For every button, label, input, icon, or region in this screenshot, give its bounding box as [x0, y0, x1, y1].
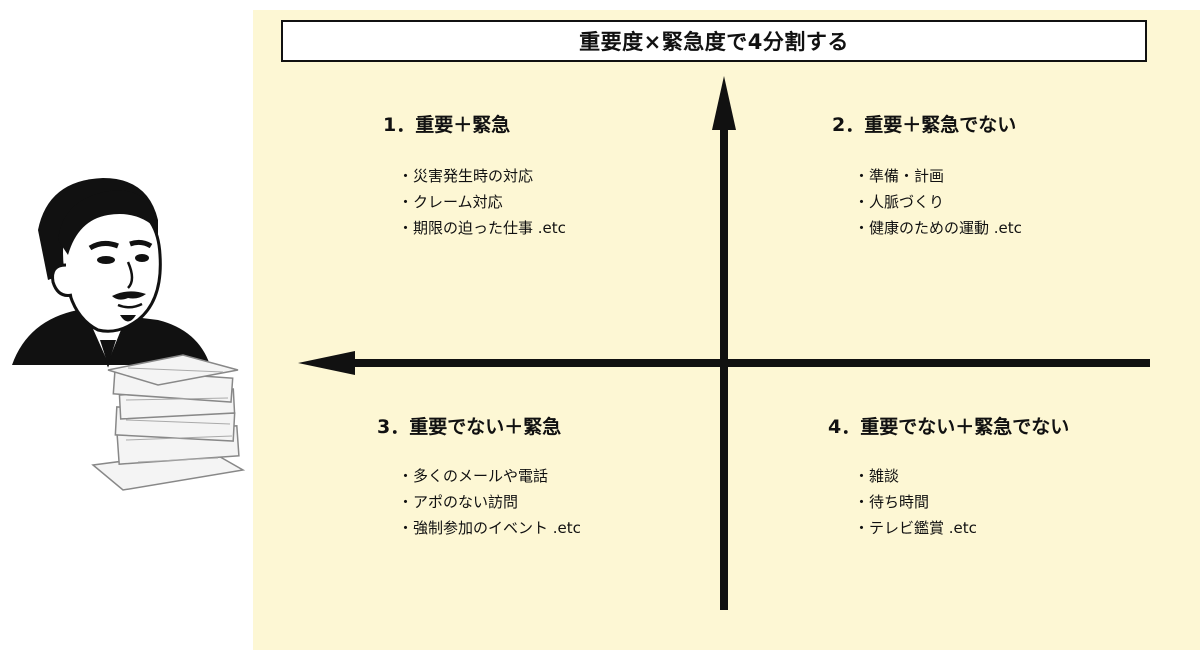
- list-item: 強制参加のイベント .etc: [398, 515, 581, 541]
- list-item: クレーム対応: [398, 189, 566, 215]
- stressed-man-with-paper-stack-icon: [12, 178, 246, 491]
- horizontal-axis: [345, 359, 1150, 367]
- quadrant-1-title: 1．重要＋緊急: [383, 114, 511, 136]
- left-arrow-icon: [298, 351, 355, 375]
- list-item: テレビ鑑賞 .etc: [854, 515, 977, 541]
- list-item: 準備・計画: [854, 163, 1022, 189]
- list-item: 健康のための運動 .etc: [854, 215, 1022, 241]
- quadrant-4-title: 4．重要でない＋緊急でない: [828, 416, 1070, 438]
- quadrant-3-title: 3．重要でない＋緊急: [377, 416, 562, 438]
- list-item: 待ち時間: [854, 489, 977, 515]
- diagram-title: 重要度×緊急度で4分割する: [281, 20, 1147, 62]
- list-item: アポのない訪問: [398, 489, 581, 515]
- list-item: 多くのメールや電話: [398, 463, 581, 489]
- quadrant-2-title: 2．重要＋緊急でない: [832, 114, 1017, 136]
- list-item: 人脈づくり: [854, 189, 1022, 215]
- quadrant-3-list: 多くのメールや電話 アポのない訪問 強制参加のイベント .etc: [398, 463, 581, 541]
- list-item: 災害発生時の対応: [398, 163, 566, 189]
- quadrant-2-list: 準備・計画 人脈づくり 健康のための運動 .etc: [854, 163, 1022, 241]
- up-arrow-icon: [712, 76, 736, 130]
- list-item: 雑談: [854, 463, 977, 489]
- quadrant-4-list: 雑談 待ち時間 テレビ鑑賞 .etc: [854, 463, 977, 541]
- quadrant-1-list: 災害発生時の対応 クレーム対応 期限の迫った仕事 .etc: [398, 163, 566, 241]
- list-item: 期限の迫った仕事 .etc: [398, 215, 566, 241]
